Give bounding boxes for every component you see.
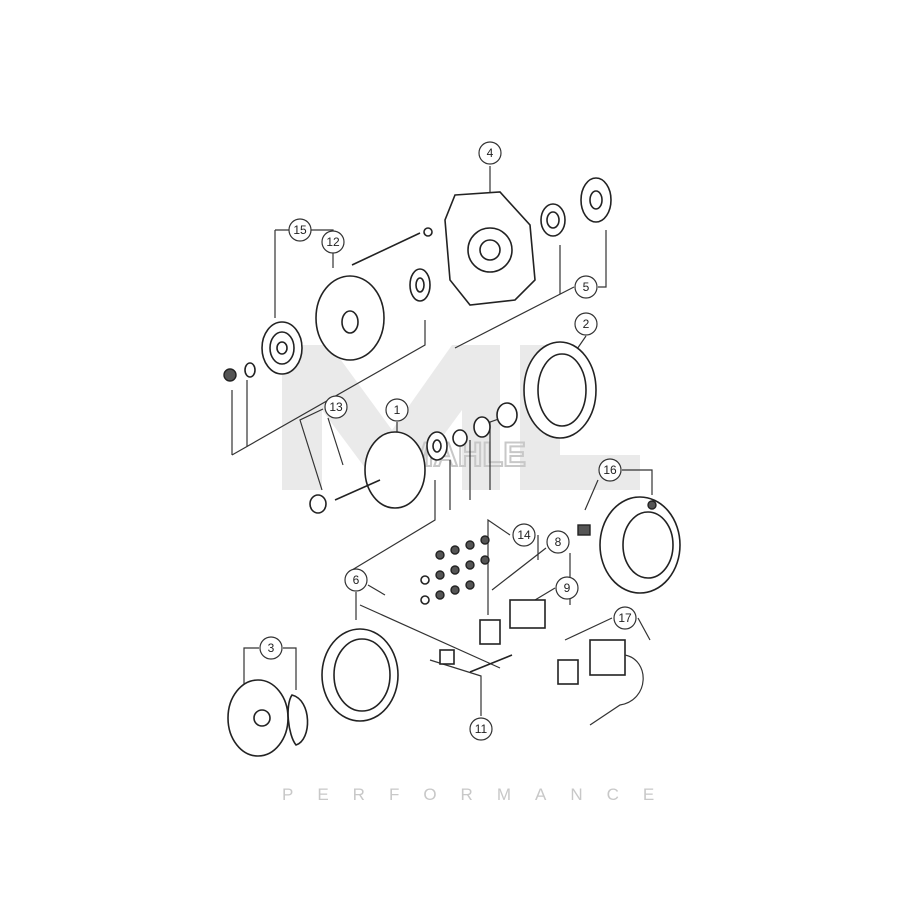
callout-4: 4 (478, 141, 502, 165)
callout-5: 5 (574, 275, 598, 299)
callout-label: 14 (517, 528, 531, 542)
regulator (509, 599, 546, 629)
callout-1: 1 (385, 398, 409, 422)
washer (244, 362, 256, 378)
leader-lines (231, 166, 653, 716)
callout-label: 6 (353, 573, 360, 587)
callout-11: 11 (469, 717, 493, 741)
callout-label: 17 (618, 611, 632, 625)
callout-label: 2 (583, 317, 590, 331)
small-parts (420, 535, 490, 605)
callouts: 4 15 12 5 2 13 1 16 14 8 6 9 17 3 11 (259, 141, 637, 741)
callout-label: 16 (603, 463, 617, 477)
callout-label: 11 (475, 722, 488, 736)
callout-label: 4 (487, 146, 494, 160)
callout-2: 2 (574, 312, 598, 336)
brush (439, 649, 455, 665)
callout-17: 17 (613, 606, 637, 630)
callout-label: 15 (293, 223, 307, 237)
callout-12: 12 (321, 230, 345, 254)
regulator-with-cable (589, 639, 626, 676)
callout-9: 9 (555, 576, 579, 600)
callout-label: 9 (564, 581, 571, 595)
rotor (364, 431, 426, 509)
callout-15: 15 (288, 218, 312, 242)
callout-label: 8 (555, 535, 562, 549)
parts (223, 177, 681, 757)
bolt (351, 232, 421, 266)
callout-label: 1 (394, 403, 401, 417)
ring (309, 494, 327, 514)
callout-6: 6 (344, 568, 368, 592)
callout-14: 14 (512, 523, 536, 547)
callout-label: 5 (583, 280, 590, 294)
callout-label: 13 (329, 400, 343, 414)
nut (223, 368, 237, 382)
watermark-tagline: PERFORMANCE (282, 785, 678, 804)
cap (577, 524, 591, 536)
callout-3: 3 (259, 636, 283, 660)
callout-16: 16 (598, 458, 622, 482)
callout-13: 13 (324, 395, 348, 419)
callout-8: 8 (546, 530, 570, 554)
callout-label: 12 (326, 235, 340, 249)
brush-holder (479, 619, 501, 645)
gasket (287, 694, 309, 746)
callout-label: 3 (268, 641, 275, 655)
